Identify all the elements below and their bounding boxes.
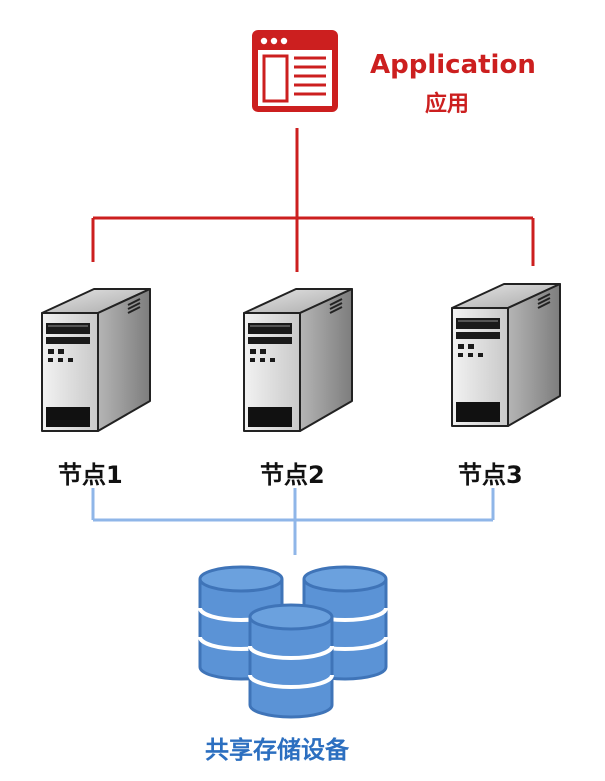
database-stack-icon <box>198 565 388 719</box>
node-label-3: 节点3 <box>458 461 523 489</box>
application-window-icon <box>252 30 338 112</box>
application-title: Application <box>370 50 536 80</box>
server-tower-icon <box>451 283 561 427</box>
node-label-2: 节点2 <box>260 461 325 489</box>
server-tower-icon <box>243 288 353 432</box>
storage-connectors <box>91 488 495 555</box>
node-label-1: 节点1 <box>58 461 123 489</box>
app-connectors <box>91 128 535 272</box>
server-tower-icon <box>41 288 151 432</box>
storage-label: 共享存储设备 <box>205 736 349 764</box>
application-subtitle: 应用 <box>425 92 470 117</box>
